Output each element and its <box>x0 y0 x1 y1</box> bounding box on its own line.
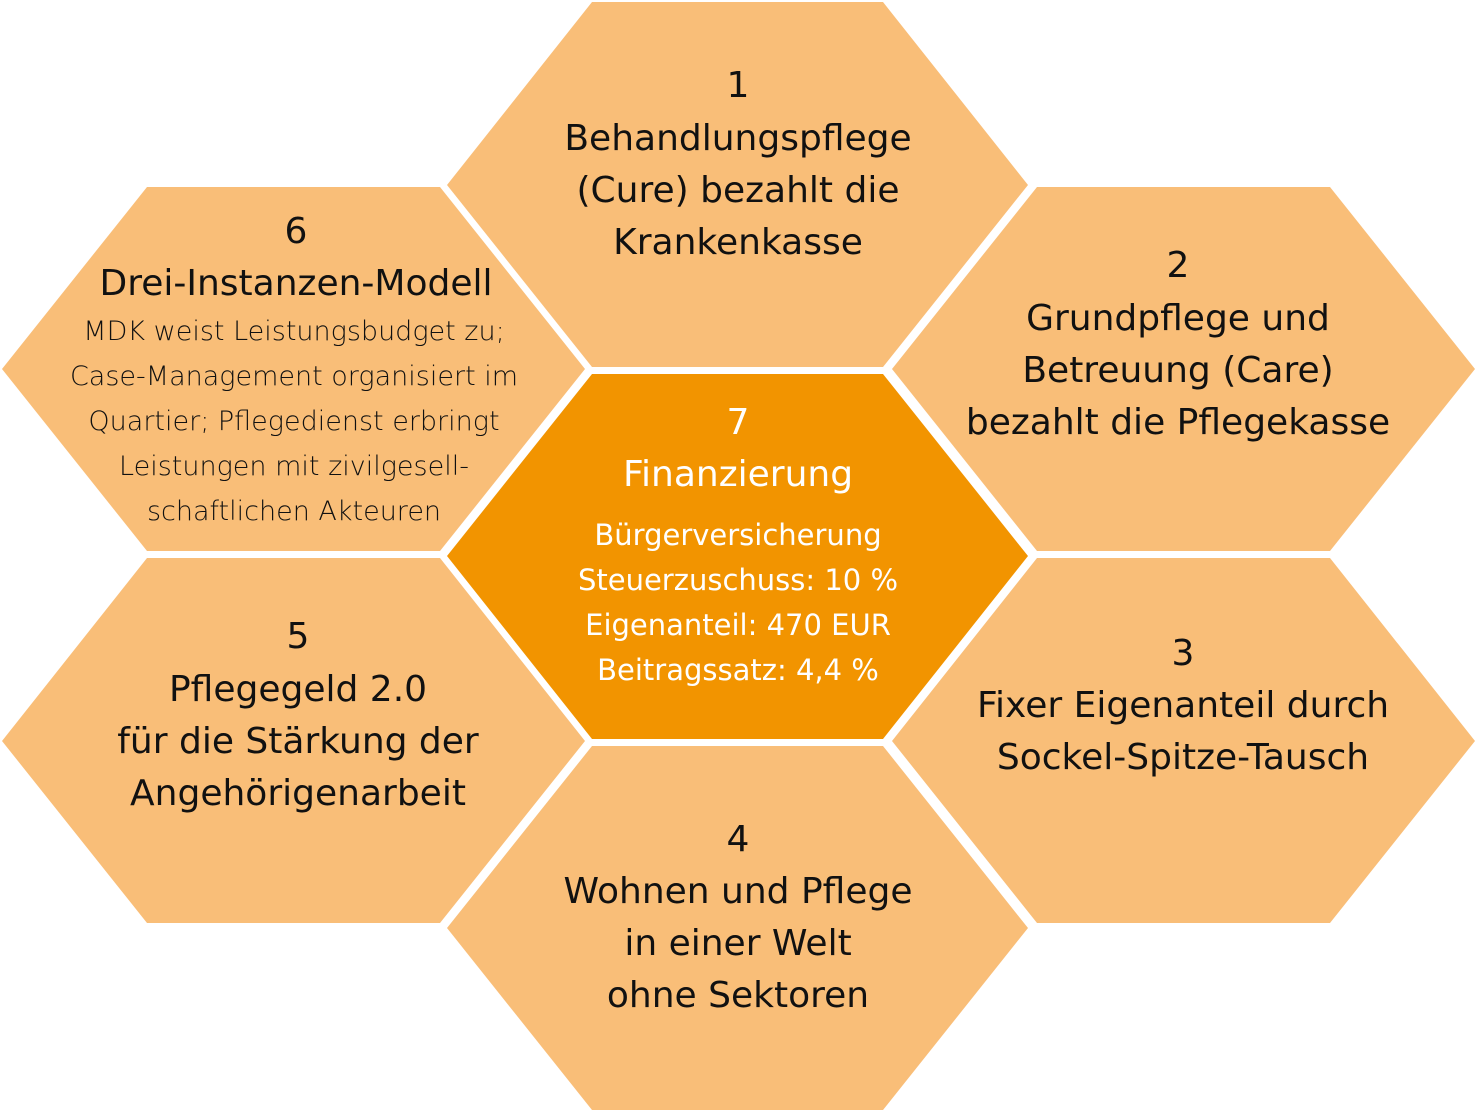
hex-6-title: Drei-Instanzen-Modell <box>100 263 493 304</box>
hex-1 <box>447 2 1028 367</box>
hex-6-body-line: Case-Management organisiert im <box>70 361 518 392</box>
hex-1-number: 1 <box>727 65 750 106</box>
hex-7-body-line: Beitragssatz: 4,4 % <box>597 653 879 687</box>
hex-5-number: 5 <box>287 616 310 657</box>
hex-7-body-line: Bürgerversicherung <box>594 518 881 552</box>
hex-6-number: 6 <box>285 211 308 252</box>
hex-5-line: für die Stärkung der <box>117 721 479 762</box>
hex-6-body-line: MDK weist Leistungsbudget zu; <box>83 316 504 347</box>
hex-2 <box>892 187 1475 551</box>
hex-2-number: 2 <box>1167 245 1190 286</box>
hex-1-line: Krankenkasse <box>613 222 863 263</box>
hex-5-line: Pflegegeld 2.0 <box>169 669 427 710</box>
hex-4-line: in einer Welt <box>624 923 851 964</box>
hex-3-number: 3 <box>1172 633 1195 674</box>
hex-7-body-line: Eigenanteil: 470 EUR <box>585 608 891 642</box>
hex-4-number: 4 <box>727 819 750 860</box>
hex-3 <box>892 558 1475 923</box>
hex-6-body-line: Quartier; Pflegedienst erbringt <box>88 406 499 437</box>
hex-5-line: Angehörigenarbeit <box>130 773 466 814</box>
hex-3-line: Sockel-Spitze-Tausch <box>997 737 1369 778</box>
hex-6-body-line: Leistungen mit zivilgesell- <box>119 451 469 482</box>
hex-7-number: 7 <box>727 402 750 443</box>
hex-7-title: Finanzierung <box>623 454 853 495</box>
hex-2-line: Grundpflege und <box>1026 298 1330 339</box>
hex-6 <box>2 187 585 551</box>
hex-3-line: Fixer Eigenanteil durch <box>977 685 1389 726</box>
hex-7-body-line: Steuerzuschuss: 10 % <box>578 563 898 597</box>
hex-4-line: ohne Sektoren <box>607 975 869 1016</box>
hex-6-body-line: schaftlichen Akteuren <box>147 496 441 527</box>
hex-1-line: (Cure) bezahlt die <box>577 170 900 211</box>
hex-2-line: Betreuung (Care) <box>1022 350 1333 391</box>
hex-2-line: bezahlt die Pflegekasse <box>966 402 1390 443</box>
hex-4 <box>447 746 1028 1110</box>
hex-7-center <box>447 374 1028 739</box>
hex-5 <box>2 558 585 923</box>
hex-4-line: Wohnen und Pflege <box>563 871 912 912</box>
hex-1-line: Behandlungspflege <box>564 118 911 159</box>
